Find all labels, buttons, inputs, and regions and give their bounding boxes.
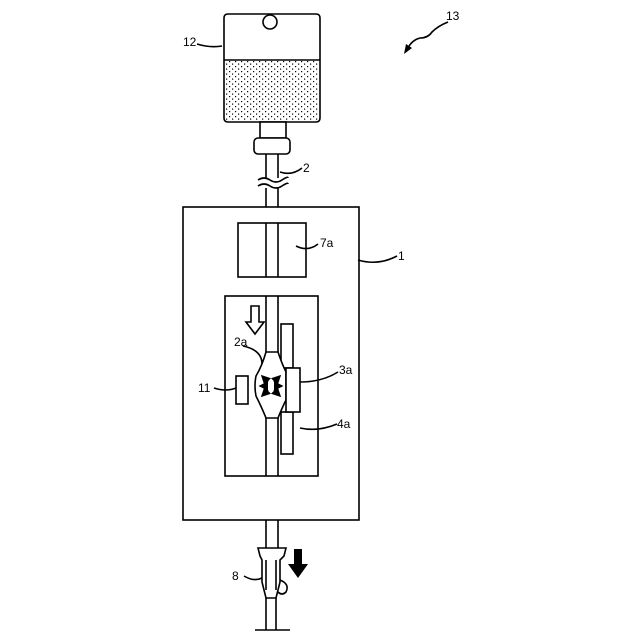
label-system: 13 bbox=[446, 9, 460, 23]
pressing-member bbox=[286, 368, 300, 412]
outflow-arrow bbox=[288, 549, 308, 578]
label-tube: 2 bbox=[303, 161, 310, 175]
label-clamp: 8 bbox=[232, 569, 239, 583]
sensor-block bbox=[238, 223, 306, 277]
label-pump-unit: 4a bbox=[337, 417, 351, 431]
label-sensor-block: 7a bbox=[320, 236, 334, 250]
label-bag: 12 bbox=[183, 35, 197, 49]
label-detector: 11 bbox=[198, 381, 211, 395]
detector bbox=[236, 376, 248, 404]
liquid-fill bbox=[226, 61, 318, 120]
label-deformed-section: 2a bbox=[234, 335, 248, 349]
clamp bbox=[258, 548, 287, 598]
label-device: 1 bbox=[398, 249, 405, 263]
upper-plate bbox=[281, 324, 293, 368]
hanger-hole bbox=[263, 15, 277, 29]
infusion-bag bbox=[224, 14, 320, 122]
lower-plate bbox=[281, 412, 293, 454]
bag-connector bbox=[254, 122, 290, 154]
label-pressing-member: 3a bbox=[339, 363, 353, 377]
